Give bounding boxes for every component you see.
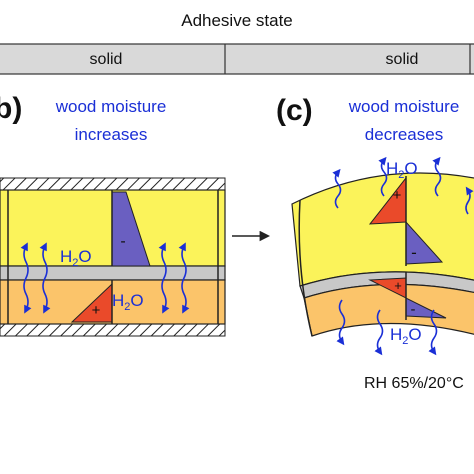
moisture-arrow	[374, 309, 384, 356]
header-title: Adhesive state	[181, 11, 293, 30]
stress-plus-sign: +	[92, 302, 101, 319]
moisture-arrow	[432, 156, 442, 197]
moisture-arrow	[20, 242, 32, 314]
water-label-lower: H2O	[112, 291, 144, 313]
panel-c: (c) wood moisture decreases + - + -	[276, 94, 474, 392]
water-label-upper: H2O	[60, 247, 92, 269]
moisture-arrow	[332, 168, 342, 209]
stress-minus-sign: -	[120, 233, 125, 250]
state-bar	[0, 43, 474, 75]
stress-plus-sign-bottom: +	[394, 278, 402, 293]
stress-plus-sign-top: +	[393, 187, 402, 204]
water-label-c-bottom: H2O	[390, 325, 422, 347]
water-label-c-top: H2O	[386, 159, 418, 181]
clamp-bottom-hatch	[0, 323, 226, 337]
stress-minus-sign-top: -	[411, 243, 417, 262]
moisture-arrow	[336, 299, 346, 346]
stress-minus-sign-bottom: -	[411, 301, 416, 318]
panel-b-caption-1: wood moisture	[55, 97, 167, 116]
curved-left-edge	[298, 199, 313, 337]
panel-b: b) wood moisture increases - + H2O	[0, 92, 226, 337]
bondline	[0, 265, 226, 281]
moisture-arrow	[465, 186, 474, 215]
panel-b-label: b)	[0, 92, 22, 125]
moisture-arrow	[378, 156, 388, 197]
state-left-label: solid	[90, 51, 123, 68]
moisture-arrow	[178, 242, 190, 314]
panel-c-caption-2: decreases	[365, 125, 443, 144]
clamp-top-hatch	[0, 177, 226, 191]
water-arrows-b	[20, 242, 190, 314]
panel-b-caption-2: increases	[75, 125, 148, 144]
water-arrows-c	[332, 156, 474, 356]
moisture-arrow	[39, 242, 51, 314]
panel-c-label: (c)	[276, 94, 313, 127]
curved-lower-wood-layer	[303, 283, 474, 337]
climate-label: RH 65%/20°C	[364, 375, 464, 392]
moisture-arrow	[158, 242, 170, 314]
state-right-label: solid	[386, 51, 419, 68]
moisture-arrow	[428, 309, 438, 356]
panel-c-caption-1: wood moisture	[348, 97, 460, 116]
